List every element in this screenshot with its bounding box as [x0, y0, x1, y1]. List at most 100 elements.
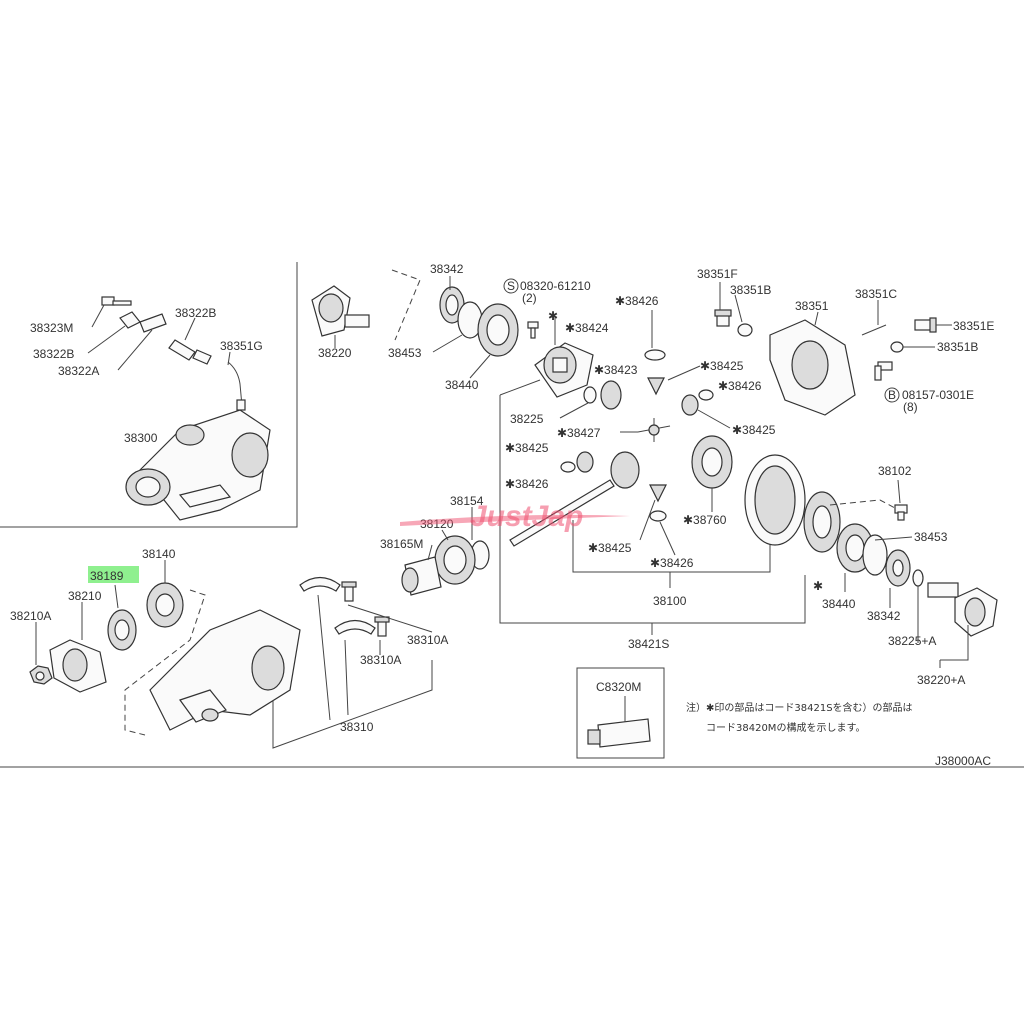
plug-38351F-icon [714, 309, 732, 327]
asterisk-mark-b: ✱ [813, 579, 823, 593]
bolt-38323M-icon [101, 296, 132, 306]
spacer-38165M-icon [401, 556, 442, 596]
bolt-38310A-a-icon [341, 581, 357, 602]
bracket-38100 [572, 520, 771, 573]
label-38310A-a: 38310A [407, 633, 448, 647]
bearing-38140-icon [146, 582, 184, 628]
gear-38425-d-icon [649, 484, 667, 503]
washer-38426-d-icon [649, 510, 667, 522]
label-38225A: 38225+A [888, 634, 936, 648]
watermark-swoosh [400, 514, 630, 526]
stud-38351C-icon [861, 324, 887, 336]
cap-38310A-a-icon [299, 576, 341, 592]
drive-pinion-38100-icon [509, 451, 640, 547]
label-38453-right: 38453 [914, 530, 948, 544]
label-38322B-left: 38322B [33, 347, 74, 361]
cover-38351-icon [769, 319, 856, 416]
leader-38425-a [667, 365, 701, 381]
leader-38425-d [639, 499, 656, 541]
leader-38351G [227, 351, 231, 366]
label-38310A-b: 38310A [360, 653, 401, 667]
label-38425-b: ✱38425 [732, 423, 776, 437]
bearing-38342-top-icon [439, 286, 465, 324]
screw-08320-icon [527, 321, 539, 339]
label-38323M: 38323M [30, 321, 73, 335]
label-38351B-a: 38351B [730, 283, 771, 297]
bolt-38310A-b-icon [374, 616, 390, 637]
svg-text:B: B [888, 388, 896, 402]
cap-38310A-b-icon [334, 619, 376, 635]
label-38300: 38300 [124, 431, 158, 445]
diff-assembly-38300-icon [125, 409, 271, 521]
label-38342-right: 38342 [867, 609, 901, 623]
label-38425-a: ✱38425 [700, 359, 744, 373]
leader-38453-right [874, 536, 913, 541]
label-38426-b: ✱38426 [718, 379, 762, 393]
gear-carrier-38310-icon [149, 609, 301, 731]
leader-38426-d [659, 521, 676, 556]
label-38425-d: ✱38425 [588, 541, 632, 555]
bearing-38342-right-icon [885, 549, 911, 587]
gear-38425-a-icon [647, 377, 665, 396]
bolt-symbol-icon: B [884, 387, 900, 403]
leader-38322B-left [87, 325, 126, 354]
seal-38453-right-icon [862, 534, 888, 576]
label-38426-c: ✱38426 [505, 477, 549, 491]
gear-38423-icon [600, 380, 622, 410]
screw-symbol-icon: S [503, 278, 519, 294]
leader-38120 [441, 529, 449, 541]
watermark-logo: JustJap [470, 500, 583, 533]
label-38351G: 38351G [220, 339, 263, 353]
label-38310: 38310 [340, 720, 374, 734]
c8320m-box [576, 667, 665, 759]
pinion-shaft-38427-icon [637, 418, 671, 442]
diff-housing-38760-icon [691, 435, 733, 489]
label-38165M: 38165M [380, 537, 423, 551]
bearing-38440-top-icon [477, 303, 519, 357]
leader-38351B-a [734, 294, 743, 323]
label-08157-qty: (8) [903, 400, 918, 414]
leader-38425-b [697, 409, 731, 429]
diagram-code: J38000AC [935, 754, 991, 768]
diff-case-38421-icon [534, 342, 594, 398]
ring-gear-icon [744, 454, 806, 546]
label-08320: 08320-61210 [520, 279, 591, 293]
label-38426-a: ✱38426 [615, 294, 659, 308]
leader-38322B-top [184, 317, 196, 341]
label-38426-d: ✱38426 [650, 556, 694, 570]
label-38189: 38189 [90, 569, 124, 583]
dashed-38102 [829, 499, 896, 509]
leader-38323M [91, 304, 105, 328]
leader-38165M [427, 544, 433, 561]
washer-38426-a-icon [644, 349, 666, 361]
sealant-tube-C8320M-icon [587, 718, 651, 748]
asterisk-mark-a: ✱ [548, 309, 558, 323]
label-38102: 38102 [878, 464, 912, 478]
leader-38225 [559, 402, 589, 419]
label-38220A: 38220+A [917, 673, 965, 687]
label-08157: 08157-0301E [902, 388, 974, 402]
label-38351B-b: 38351B [937, 340, 978, 354]
label-38421S: 38421S [628, 637, 669, 651]
flange-38220A-icon [927, 582, 998, 637]
bracket-38220A [940, 625, 969, 661]
leader-38102 [897, 479, 901, 504]
label-38423: ✱38423 [594, 363, 638, 377]
label-38351F: 38351F [697, 267, 738, 281]
washer-38426-b-icon [698, 389, 714, 401]
bushing-38322A-icon [139, 313, 167, 333]
note-line-1: 注）✱印の部品はコード38421Sを含む）の部品は [686, 701, 913, 714]
label-C8320M: C8320M [596, 680, 641, 694]
seal-38189-icon [107, 609, 137, 651]
label-38760: ✱38760 [683, 513, 727, 527]
note-line-2: コード38420Mの構成を示します。 [706, 721, 865, 734]
dashed-axis-top [391, 269, 421, 341]
leader-38189 [114, 584, 119, 609]
label-38140: 38140 [142, 547, 176, 561]
label-38342-top: 38342 [430, 262, 464, 276]
inset-box-border [0, 262, 298, 528]
leader-38322A [117, 329, 153, 371]
flange-38220-icon [311, 285, 370, 337]
label-38351E: 38351E [953, 319, 994, 333]
